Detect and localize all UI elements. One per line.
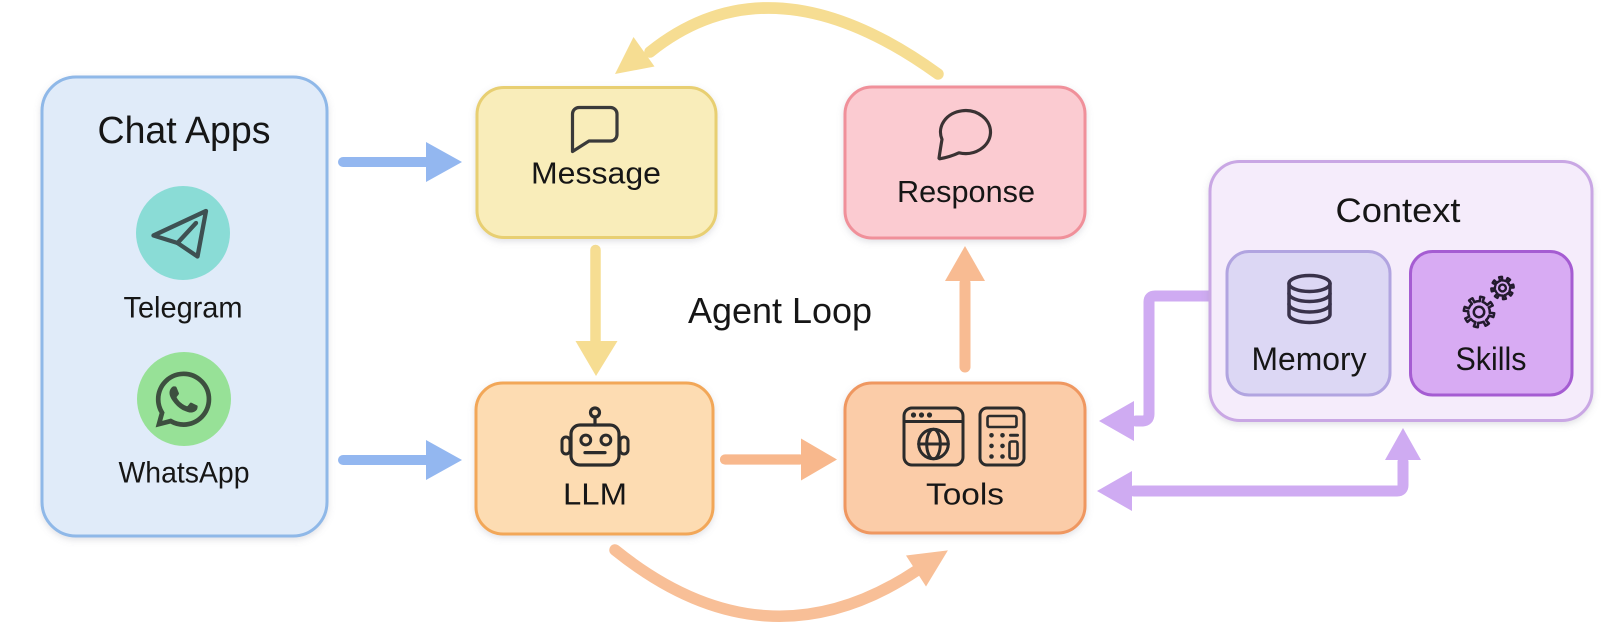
svg-text:WhatsApp: WhatsApp — [119, 457, 250, 490]
svg-text:Telegram: Telegram — [124, 292, 243, 325]
svg-text:Context: Context — [1336, 192, 1462, 230]
svg-text:Tools: Tools — [926, 477, 1004, 512]
svg-text:Memory: Memory — [1252, 341, 1367, 377]
svg-text:Skills: Skills — [1456, 341, 1527, 377]
svg-text:Response: Response — [897, 174, 1035, 209]
svg-text:Message: Message — [531, 156, 661, 191]
svg-text:Agent Loop: Agent Loop — [688, 290, 872, 331]
svg-text:LLM: LLM — [563, 477, 627, 512]
svg-text:Chat Apps: Chat Apps — [98, 110, 271, 152]
